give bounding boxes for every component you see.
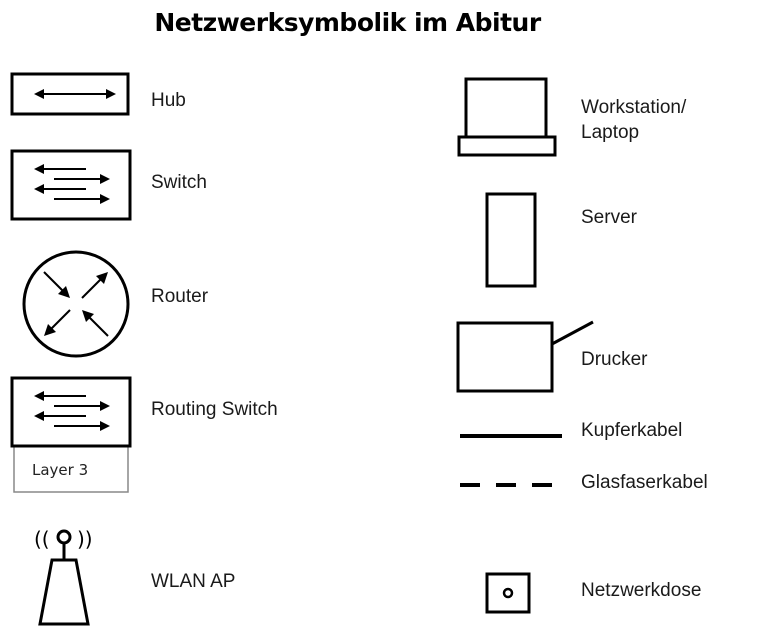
glasfaserkabel-label: Glasfaserkabel xyxy=(581,472,708,493)
workstation-label-line1: Workstation/ xyxy=(581,97,687,118)
server-icon xyxy=(485,192,537,288)
page-title: Netzwerksymbolik im Abitur xyxy=(154,8,541,37)
routing-switch-layer-label: Layer 3 xyxy=(32,461,88,479)
server-label: Server xyxy=(581,207,637,228)
printer-icon xyxy=(456,320,594,393)
router-icon xyxy=(22,250,130,358)
switch-label: Switch xyxy=(151,172,207,193)
routing-switch-icon: Layer 3 xyxy=(10,376,132,493)
hub-icon xyxy=(10,72,130,116)
laptop-icon xyxy=(457,77,557,157)
hub-label: Hub xyxy=(151,90,186,111)
network-socket-icon xyxy=(485,572,531,614)
svg-text:)): )) xyxy=(77,527,93,551)
workstation-label-line2: Laptop xyxy=(581,122,640,143)
router-label: Router xyxy=(151,286,209,307)
netzwerkdose-label: Netzwerkdose xyxy=(581,580,702,601)
svg-text:((: (( xyxy=(34,527,50,551)
copper-cable-icon xyxy=(460,434,562,438)
fiber-cable-icon xyxy=(460,483,562,487)
switch-icon xyxy=(10,149,132,221)
wlan-ap-label: WLAN AP xyxy=(151,571,236,592)
drucker-label: Drucker xyxy=(581,349,648,370)
wlan-ap-icon: (( )) xyxy=(34,527,93,626)
routing-switch-label: Routing Switch xyxy=(151,399,278,420)
kupferkabel-label: Kupferkabel xyxy=(581,420,683,441)
